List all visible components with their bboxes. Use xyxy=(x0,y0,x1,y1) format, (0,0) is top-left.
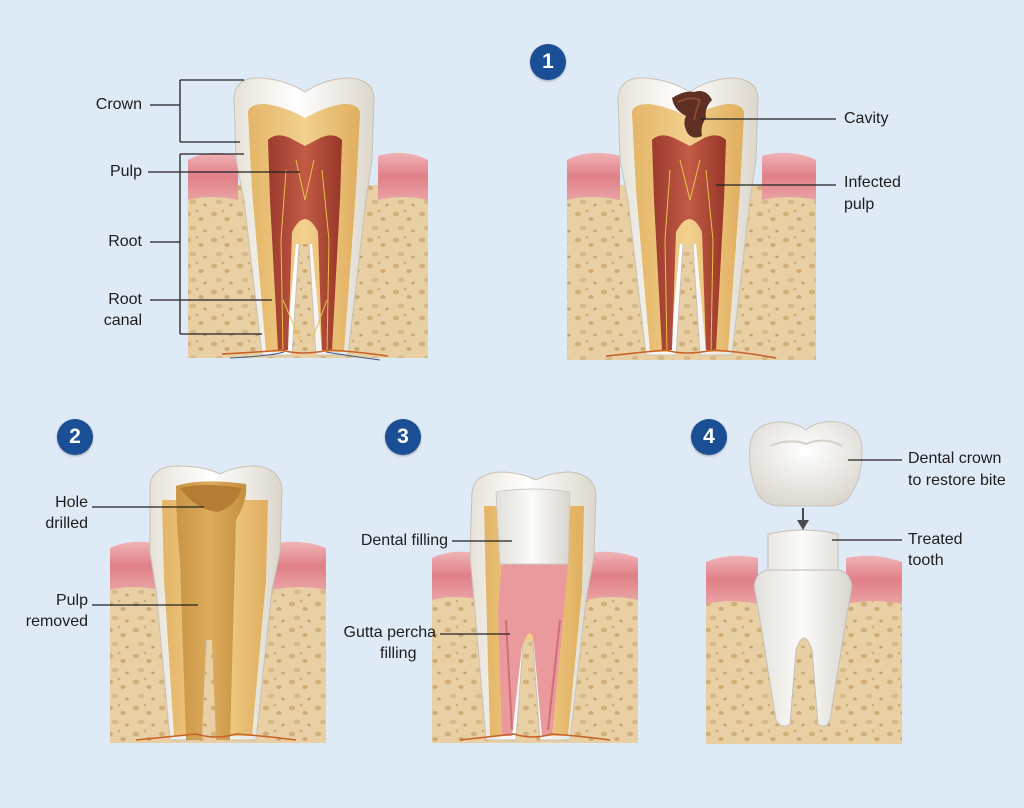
label-dental-filling: Dental filling xyxy=(330,530,448,552)
placement-arrow xyxy=(797,520,809,530)
label-gutta-percha: filling xyxy=(380,643,416,665)
step-badge-2: 2 xyxy=(57,419,93,455)
crown-bracket xyxy=(150,80,244,142)
label-dental-crown: to restore bite xyxy=(908,470,1006,492)
label-pulp-removed: Pulp xyxy=(4,590,88,612)
label-hole-drilled: Hole xyxy=(4,492,88,514)
gum-tissue xyxy=(706,556,758,604)
dental-crown-cap xyxy=(750,422,862,506)
label-root-canal: Root xyxy=(60,289,142,311)
gum-tissue xyxy=(378,153,428,200)
label-cavity: Cavity xyxy=(844,108,888,130)
gum-tissue xyxy=(762,153,816,200)
step-badge-1: 1 xyxy=(530,44,566,80)
label-root-canal: canal xyxy=(60,310,142,332)
label-root: Root xyxy=(60,231,142,253)
dental-filling-material xyxy=(496,489,570,564)
panel-step1-illustration xyxy=(567,78,816,360)
label-dental-crown: Dental crown xyxy=(908,448,1001,470)
gum-tissue xyxy=(188,153,238,200)
label-hole-drilled: drilled xyxy=(4,513,88,535)
panel-step3-illustration xyxy=(432,472,638,743)
label-treated-tooth: tooth xyxy=(908,550,944,572)
label-infected-pulp: Infected xyxy=(844,172,901,194)
panel-anatomy-illustration xyxy=(188,78,428,360)
step-badge-4: 4 xyxy=(691,419,727,455)
panel-step4-illustration xyxy=(706,422,902,744)
label-pulp-removed: removed xyxy=(4,611,88,633)
label-pulp: Pulp xyxy=(60,161,142,183)
label-gutta-percha: Gutta percha xyxy=(318,622,436,644)
label-crown: Crown xyxy=(60,94,142,116)
gum-tissue xyxy=(567,153,620,200)
step-badge-3: 3 xyxy=(385,419,421,455)
gum-tissue xyxy=(846,556,902,604)
label-infected-pulp: pulp xyxy=(844,194,874,216)
label-treated-tooth: Treated xyxy=(908,529,963,551)
